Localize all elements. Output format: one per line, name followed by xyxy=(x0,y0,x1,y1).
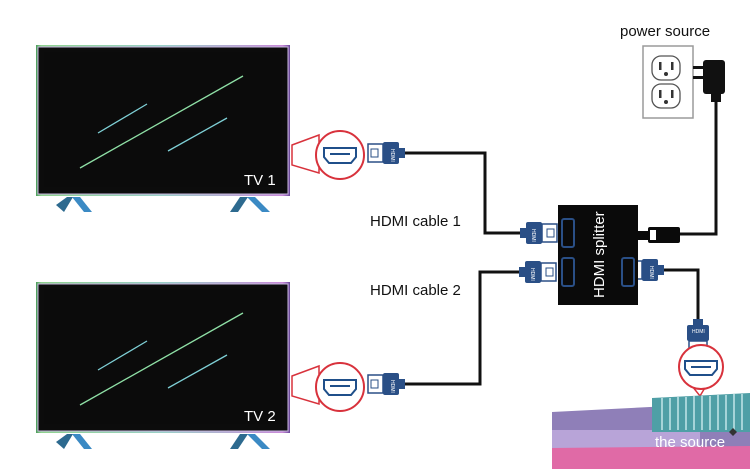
tv-icon xyxy=(36,282,290,449)
hdmi-port-icon xyxy=(323,147,357,164)
hdmi-plug-text: HDMI xyxy=(389,380,395,393)
tv-icon xyxy=(36,45,290,212)
hdmi-cable-1 xyxy=(403,151,521,235)
hdmi-port-icon xyxy=(684,360,718,376)
hdmi-plug-text: HDMI xyxy=(530,229,536,242)
tv-1: TV 1 xyxy=(36,45,290,212)
hdmi-plug-text: HDMI xyxy=(389,149,395,162)
source-port-callout xyxy=(678,344,724,398)
power-source-label: power source xyxy=(620,23,710,40)
hdmi-plug-text: HDMI xyxy=(692,329,705,335)
source-label: the source xyxy=(655,434,725,451)
tv-1-port-callout xyxy=(291,130,365,180)
tv-2-label: TV 2 xyxy=(244,408,276,425)
hdmi-port-icon xyxy=(323,379,357,396)
splitter-icon xyxy=(558,205,680,305)
hdmi-plug-text: HDMI xyxy=(648,266,654,279)
source-cable xyxy=(664,268,700,322)
tv-2-port-callout xyxy=(291,362,365,412)
hdmi-plug-icon xyxy=(518,260,557,284)
hdmi-plug-icon xyxy=(367,372,406,396)
hdmi-plug-icon xyxy=(367,141,406,165)
splitter-label: HDMI splitter xyxy=(591,211,608,298)
tv-1-label: TV 1 xyxy=(244,172,276,189)
power-plug-icon xyxy=(693,60,725,102)
hdmi-cable-2-label: HDMI cable 2 xyxy=(370,282,461,299)
cables xyxy=(403,100,718,386)
tv-2: TV 2 xyxy=(36,282,290,449)
wall-outlet-icon xyxy=(642,45,694,119)
hdmi-plug-text: HDMI xyxy=(529,268,535,281)
hdmi-cable-2 xyxy=(404,270,520,386)
hdmi-splitter: HDMI splitter xyxy=(558,205,680,305)
hdmi-plug-icon xyxy=(519,221,558,245)
hdmi-cable-1-label: HDMI cable 1 xyxy=(370,213,461,230)
source-box-icon xyxy=(552,393,750,469)
power-cable xyxy=(680,100,718,236)
